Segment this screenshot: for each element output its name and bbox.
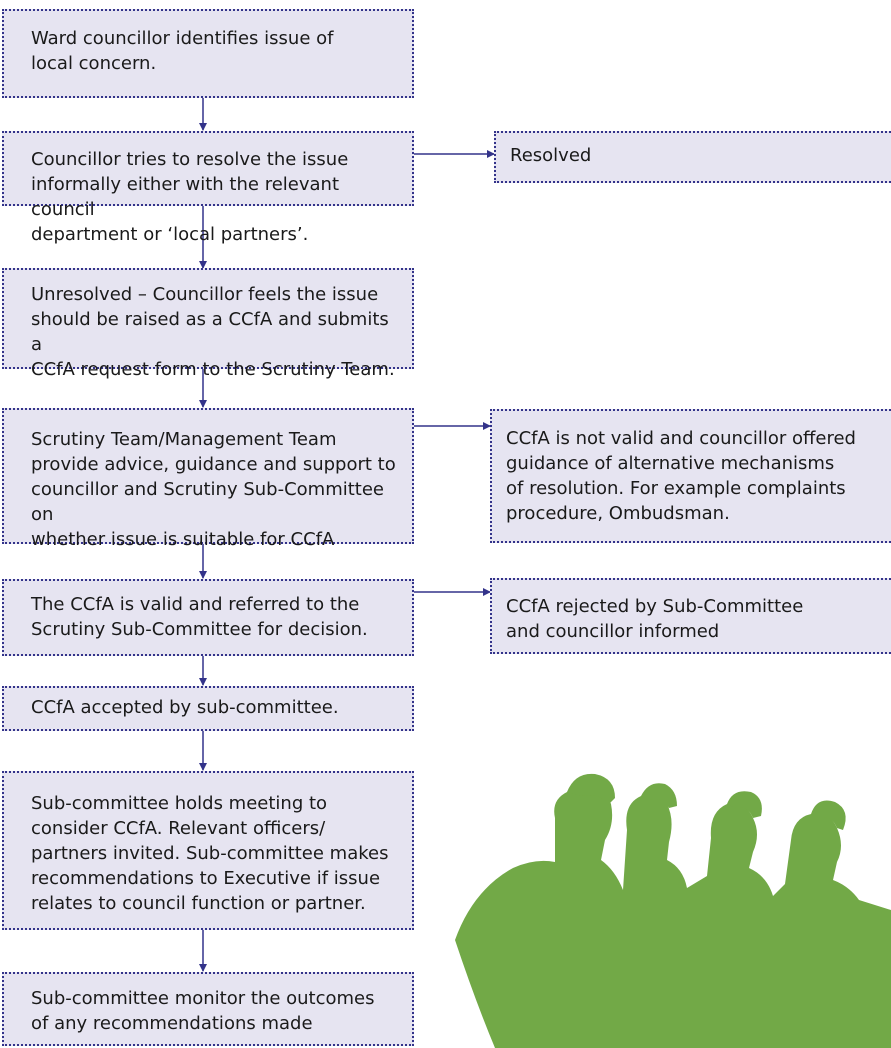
step-line: councillor and Scrutiny Sub-Committee on — [31, 479, 384, 525]
outcome-rejected: CCfA rejected by Sub-Committee and counc… — [490, 578, 891, 654]
step-line: of any recommendations made — [31, 1013, 313, 1034]
step-accepted: CCfA accepted by sub-committee. — [2, 686, 414, 731]
outcome-line: guidance of alternative mechanisms — [506, 453, 835, 474]
step-line: Ward councillor identifies issue of — [31, 28, 334, 49]
step-valid: The CCfA is valid and referred to the Sc… — [2, 579, 414, 656]
step-identify: Ward councillor identifies issue of loca… — [2, 9, 414, 98]
step-line: CCfA request form to the Scrutiny Team. — [31, 359, 395, 380]
step-line: Councillor tries to resolve the issue — [31, 149, 349, 170]
step-line: partners invited. Sub-committee makes — [31, 843, 389, 864]
outcome-line: procedure, Ombudsman. — [506, 503, 730, 524]
step-line: whether issue is suitable for CCfA — [31, 529, 335, 550]
outcome-line: CCfA rejected by Sub-Committee — [506, 596, 804, 617]
outcome-line: CCfA is not valid and councillor offered — [506, 428, 856, 449]
step-monitor: Sub-committee monitor the outcomes of an… — [2, 972, 414, 1046]
outcome-not-valid: CCfA is not valid and councillor offered… — [490, 409, 891, 543]
step-line: Sub-committee monitor the outcomes — [31, 988, 375, 1009]
step-line: local concern. — [31, 53, 157, 74]
step-line: consider CCfA. Relevant officers/ — [31, 818, 326, 839]
step-advice: Scrutiny Team/Management Team provide ad… — [2, 408, 414, 550]
step-resolve: Councillor tries to resolve the issue in… — [2, 131, 414, 245]
step-line: provide advice, guidance and support to — [31, 454, 396, 475]
step-line: department or ‘local partners’. — [31, 224, 309, 245]
step-meeting: Sub-committee holds meeting to consider … — [2, 771, 414, 930]
step-line: relates to council function or partner. — [31, 893, 366, 914]
outcome-resolved: Resolved — [494, 131, 891, 183]
step-line: The CCfA is valid and referred to the — [31, 594, 360, 615]
step-unresolved: Unresolved – Councillor feels the issue … — [2, 268, 414, 380]
people-silhouette-illustration — [455, 773, 891, 1048]
step-line: Scrutiny Sub-Committee for decision. — [31, 619, 368, 640]
step-line: recommendations to Executive if issue — [31, 868, 381, 889]
outcome-line: of resolution. For example complaints — [506, 478, 846, 499]
step-line: should be raised as a CCfA and submits a — [31, 309, 389, 355]
step-line: informally either with the relevant coun… — [31, 174, 339, 220]
step-line: Scrutiny Team/Management Team — [31, 429, 337, 450]
outcome-line: Resolved — [510, 145, 592, 166]
step-line: Sub-committee holds meeting to — [31, 793, 328, 814]
step-line: CCfA accepted by sub-committee. — [31, 697, 339, 718]
step-line: Unresolved – Councillor feels the issue — [31, 284, 379, 305]
outcome-line: and councillor informed — [506, 621, 720, 642]
